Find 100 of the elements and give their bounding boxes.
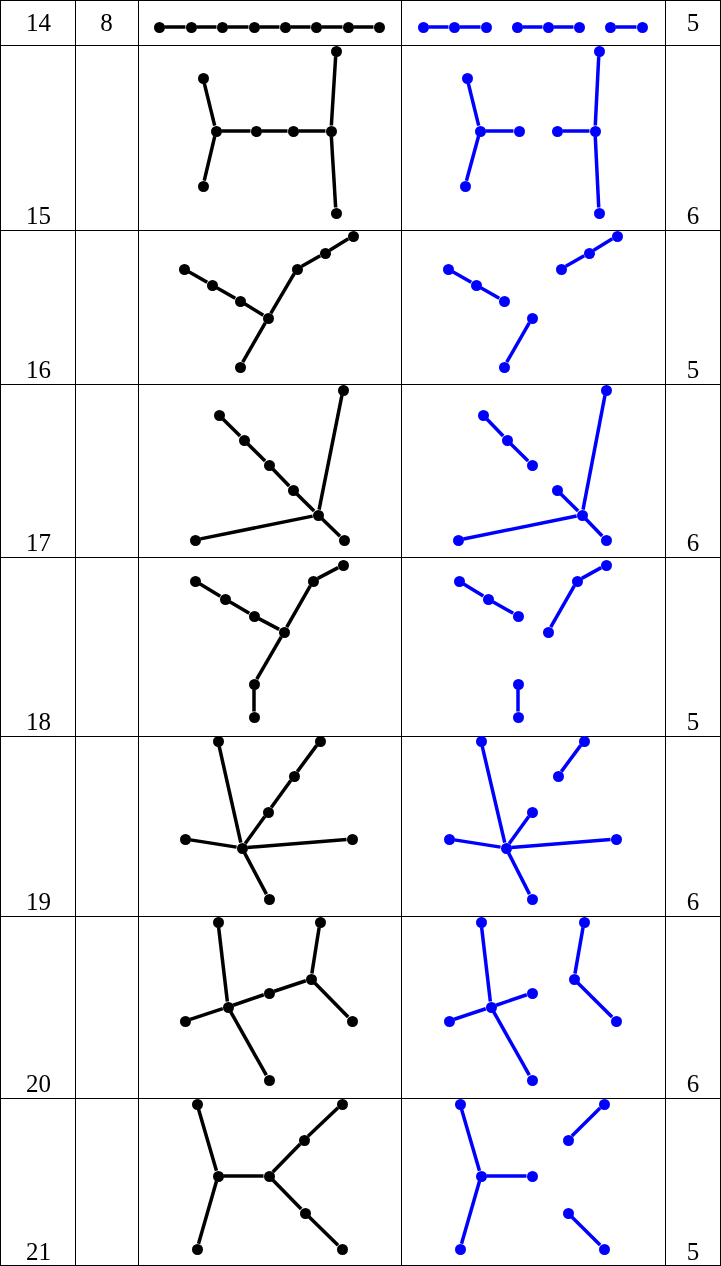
vertex-dot — [336, 1098, 348, 1110]
vertex-dot — [279, 21, 291, 33]
row-number: 21 — [26, 1239, 51, 1264]
graph-edge — [246, 442, 267, 463]
graph-edge — [243, 852, 268, 895]
vertex-dot — [330, 45, 342, 57]
vertex-dot — [298, 1134, 310, 1146]
graph-edge — [479, 286, 501, 300]
edge-count: 5 — [686, 10, 700, 35]
vertex-dot — [262, 806, 274, 818]
graph-edge — [229, 1010, 268, 1077]
graph-edge — [462, 582, 485, 598]
vertex-dot — [336, 1243, 348, 1255]
vertex-dot — [568, 973, 580, 985]
row-number: 16 — [26, 357, 51, 382]
vertex-dot — [501, 434, 513, 446]
graph-edge — [228, 600, 251, 615]
graph-edge — [198, 582, 222, 598]
graph-edge — [223, 1174, 264, 1178]
graph-edge — [329, 56, 338, 126]
vertex-dot — [325, 125, 337, 137]
vertex-dot — [263, 893, 275, 905]
vertex-dot — [248, 610, 260, 622]
vertex-dot — [610, 833, 622, 845]
vertex-dot — [512, 711, 524, 723]
graph-edge — [221, 417, 242, 438]
vertex-dot — [212, 735, 224, 747]
graph-edge — [243, 302, 265, 317]
vertex-dot — [593, 45, 605, 57]
graph-edge — [564, 254, 586, 268]
graph-edge — [353, 25, 374, 29]
graph-edge — [593, 56, 601, 126]
vertex-dot — [219, 593, 231, 605]
graph-edge — [196, 25, 217, 29]
row-number: 15 — [26, 203, 51, 228]
graph-edge — [453, 1007, 487, 1021]
vertex-dot — [500, 842, 512, 854]
vertex-dot — [189, 534, 201, 546]
vertex-dot — [604, 21, 616, 33]
graph-edge — [321, 25, 343, 29]
edge-count: 6 — [686, 1071, 700, 1096]
graph-edge — [269, 272, 296, 315]
vertex-dot — [511, 21, 523, 33]
graph-edge — [215, 286, 237, 300]
graph-edge — [259, 25, 280, 29]
vertex-dot — [238, 434, 250, 446]
vertex-dot — [346, 833, 358, 845]
vertex-dot — [485, 1001, 497, 1013]
vertex-dot — [212, 1170, 224, 1182]
vertex-dot — [475, 916, 487, 928]
vertex-dot — [373, 21, 385, 33]
vertex-dot — [185, 21, 197, 33]
vertex-dot — [250, 125, 262, 137]
vertex-dot — [213, 409, 225, 421]
vertex-dot — [526, 312, 538, 324]
graph-edge — [570, 1106, 602, 1138]
vertex-dot — [278, 626, 290, 638]
graph-edge — [196, 1180, 219, 1245]
graph-edge — [505, 321, 531, 364]
graph-edge — [200, 514, 313, 541]
graph-edge — [463, 514, 577, 541]
vertex-dot — [178, 263, 190, 275]
graph-edge — [164, 25, 186, 29]
vertex-dot — [236, 842, 248, 854]
graph-edge — [190, 838, 237, 849]
vertex-dot — [552, 770, 564, 782]
edge-count: 5 — [686, 357, 700, 382]
edge-count: 6 — [686, 889, 700, 914]
vertex-dot — [417, 21, 429, 33]
edge-count: 5 — [686, 709, 700, 734]
vertex-dot — [443, 1015, 455, 1027]
graph-edge — [580, 566, 603, 580]
vertex-dot — [212, 916, 224, 928]
vertex-count: 8 — [100, 10, 113, 35]
graph-edge — [559, 492, 580, 513]
vertex-dot — [263, 987, 275, 999]
vertex-dot — [337, 559, 349, 571]
graph-edge — [491, 600, 515, 615]
graph-edge — [509, 442, 530, 463]
edge-count: 6 — [686, 530, 700, 555]
graph-edge — [459, 1108, 482, 1172]
graph-edge — [221, 129, 251, 133]
vertex-dot — [248, 21, 260, 33]
vertex-dot — [454, 1098, 466, 1110]
vertex-dot — [288, 770, 300, 782]
vertex-dot — [191, 1098, 203, 1110]
vertex-dot — [291, 263, 303, 275]
vertex-dot — [512, 678, 524, 690]
vertex-dot — [600, 534, 612, 546]
graph-edge — [232, 993, 265, 1007]
vertex-dot — [526, 806, 538, 818]
graph-edge — [306, 1106, 340, 1138]
vertex-dot — [526, 459, 538, 471]
graph-edge — [320, 517, 342, 538]
graph-edge — [243, 815, 267, 845]
vertex-dot — [583, 247, 595, 259]
graph-edge — [329, 136, 338, 208]
vertex-dot — [480, 21, 492, 33]
vertex-dot — [263, 459, 275, 471]
vertex-dot — [179, 1015, 191, 1027]
